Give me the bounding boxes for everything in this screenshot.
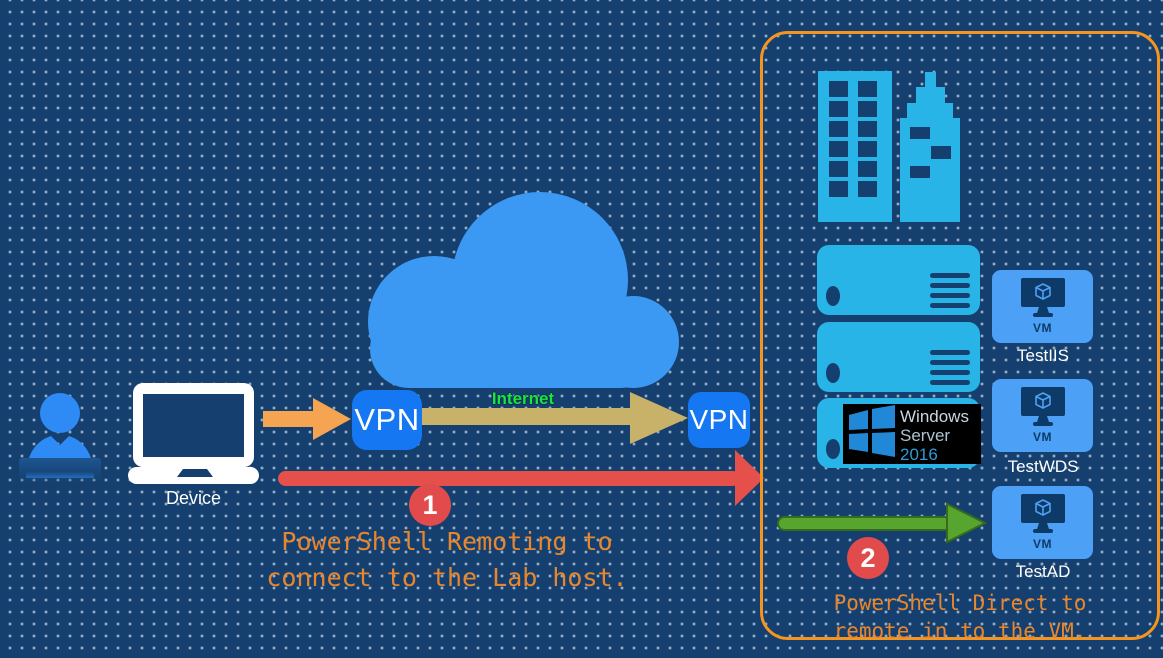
lab-host-boundary [760, 31, 1160, 640]
windows-server-line3: 2016 [900, 445, 938, 464]
vm-node-testiis: VM [992, 270, 1093, 343]
step1-note: PowerShell Remoting to connect to the La… [238, 524, 656, 596]
arrow-powershell-direct-icon [776, 502, 988, 549]
step2-note-line2: remote in to the VM. [833, 619, 1087, 643]
step1-note-line2: connect to the Lab host. [266, 563, 628, 592]
vm-badge: VM [1033, 321, 1052, 335]
windows-server-line1: Windows [900, 407, 969, 426]
vm-label-testwds: TestWDS [1007, 457, 1079, 476]
vm-monitor-icon [1020, 278, 1065, 317]
vm-badge: VM [1033, 537, 1052, 551]
step1-note-line1: PowerShell Remoting to [281, 527, 613, 556]
step2-badge: 2 [847, 537, 889, 579]
internet-cloud-icon [350, 192, 695, 395]
vm-node-testwds: VM [992, 379, 1093, 452]
step2-note-line1: PowerShell Direct to [833, 591, 1087, 615]
step2-note: PowerShell Direct to remote in to the VM… [818, 589, 1102, 645]
vpn-node-right: VPN [688, 392, 750, 448]
vm-badge: VM [1033, 430, 1052, 444]
device-label: Device [165, 488, 222, 508]
buildings-icon [818, 71, 964, 227]
laptop-icon [128, 383, 259, 490]
vm-node-testad: VM [992, 486, 1093, 559]
arrow-vpn-to-vpn-icon [420, 392, 688, 449]
vpn-node-left: VPN [352, 390, 422, 450]
vm-label-testad: TestAD [1015, 562, 1071, 581]
server-icon [817, 322, 980, 397]
internet-label: Internet [491, 389, 555, 408]
windows-server-line2: Server [900, 426, 950, 445]
windows-server-2016-logo: Windows Server 2016 [843, 404, 981, 464]
step1-badge: 1 [409, 484, 451, 526]
arrow-powershell-remoting-icon [278, 450, 764, 511]
server-icon [817, 245, 980, 320]
vm-label-testiis: TestIIS [1017, 346, 1069, 365]
vpn-left-label: VPN [354, 402, 420, 437]
vm-monitor-icon [1020, 387, 1065, 426]
user-shadow [19, 458, 101, 483]
windows-flag-icon [849, 405, 895, 457]
arrow-device-to-vpn-icon [263, 398, 351, 445]
vm-monitor-icon [1020, 494, 1065, 533]
vpn-right-label: VPN [689, 404, 749, 435]
